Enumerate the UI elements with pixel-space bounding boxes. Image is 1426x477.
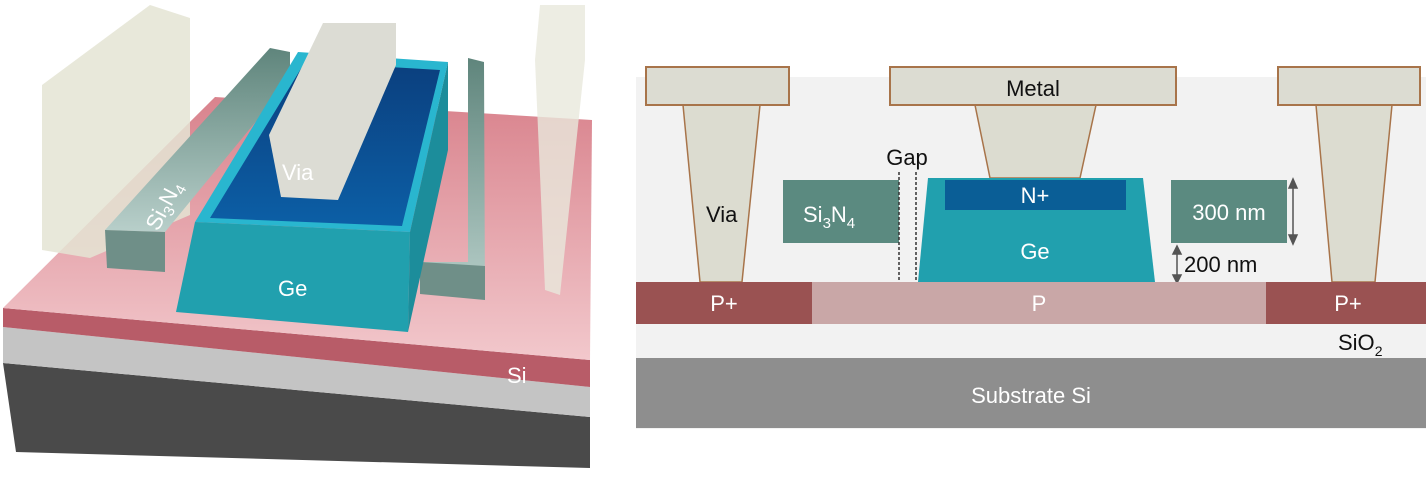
label-ge-3d: Ge <box>278 276 307 301</box>
arrow-300nm <box>1287 177 1299 246</box>
p-region <box>812 282 1266 324</box>
center-via <box>974 104 1097 179</box>
n-plus-region <box>945 180 1126 210</box>
label-via: Via <box>706 202 738 227</box>
label-si-3d: Si <box>507 363 527 388</box>
ge-block-side <box>408 62 448 332</box>
right-metal-pad <box>1277 66 1421 106</box>
left-si3n4-bar-front <box>105 230 165 272</box>
label-p: P <box>1032 291 1047 316</box>
sio2-light-layer <box>3 327 590 417</box>
si-red-layer <box>3 308 590 387</box>
ge-block-front <box>176 222 410 332</box>
left-si3n4-bar <box>105 48 290 232</box>
device-cross-section: Metal Gap N+ Ge Si3N4 300 nm Via 200 n <box>636 66 1426 429</box>
right-via <box>535 5 585 295</box>
label-sio2: SiO2 <box>1338 330 1383 359</box>
label-gap: Gap <box>886 145 928 170</box>
label-300nm: 300 nm <box>1192 200 1265 225</box>
p-plus-right <box>1266 282 1426 324</box>
label-p-plus-right: P+ <box>1334 291 1362 316</box>
label-200nm: 200 nm <box>1184 252 1257 277</box>
center-metal-pad <box>889 66 1177 106</box>
right-si3n4-block <box>1171 180 1287 243</box>
right-si3n4-bar <box>420 58 485 300</box>
right-si3n4-bar-front <box>420 262 485 300</box>
label-via-3d: Via <box>282 160 314 185</box>
label-ge: Ge <box>1020 239 1049 264</box>
label-substrate: Substrate Si <box>971 383 1091 408</box>
substrate-dark-layer <box>3 363 590 468</box>
left-si3n4-block <box>783 180 899 243</box>
center-via <box>269 23 396 200</box>
label-si3n4: Si3N4 <box>803 202 855 232</box>
p-plus-left <box>636 282 812 324</box>
left-metal-pad <box>645 66 790 106</box>
label-n-plus: N+ <box>1021 183 1050 208</box>
label-metal: Metal <box>1006 76 1060 101</box>
label-p-plus-left: P+ <box>710 291 738 316</box>
device-3d-view: Si3N4 Via Ge Si <box>3 5 592 468</box>
arrow-200nm <box>1171 244 1183 285</box>
substrate-si <box>636 358 1426 428</box>
